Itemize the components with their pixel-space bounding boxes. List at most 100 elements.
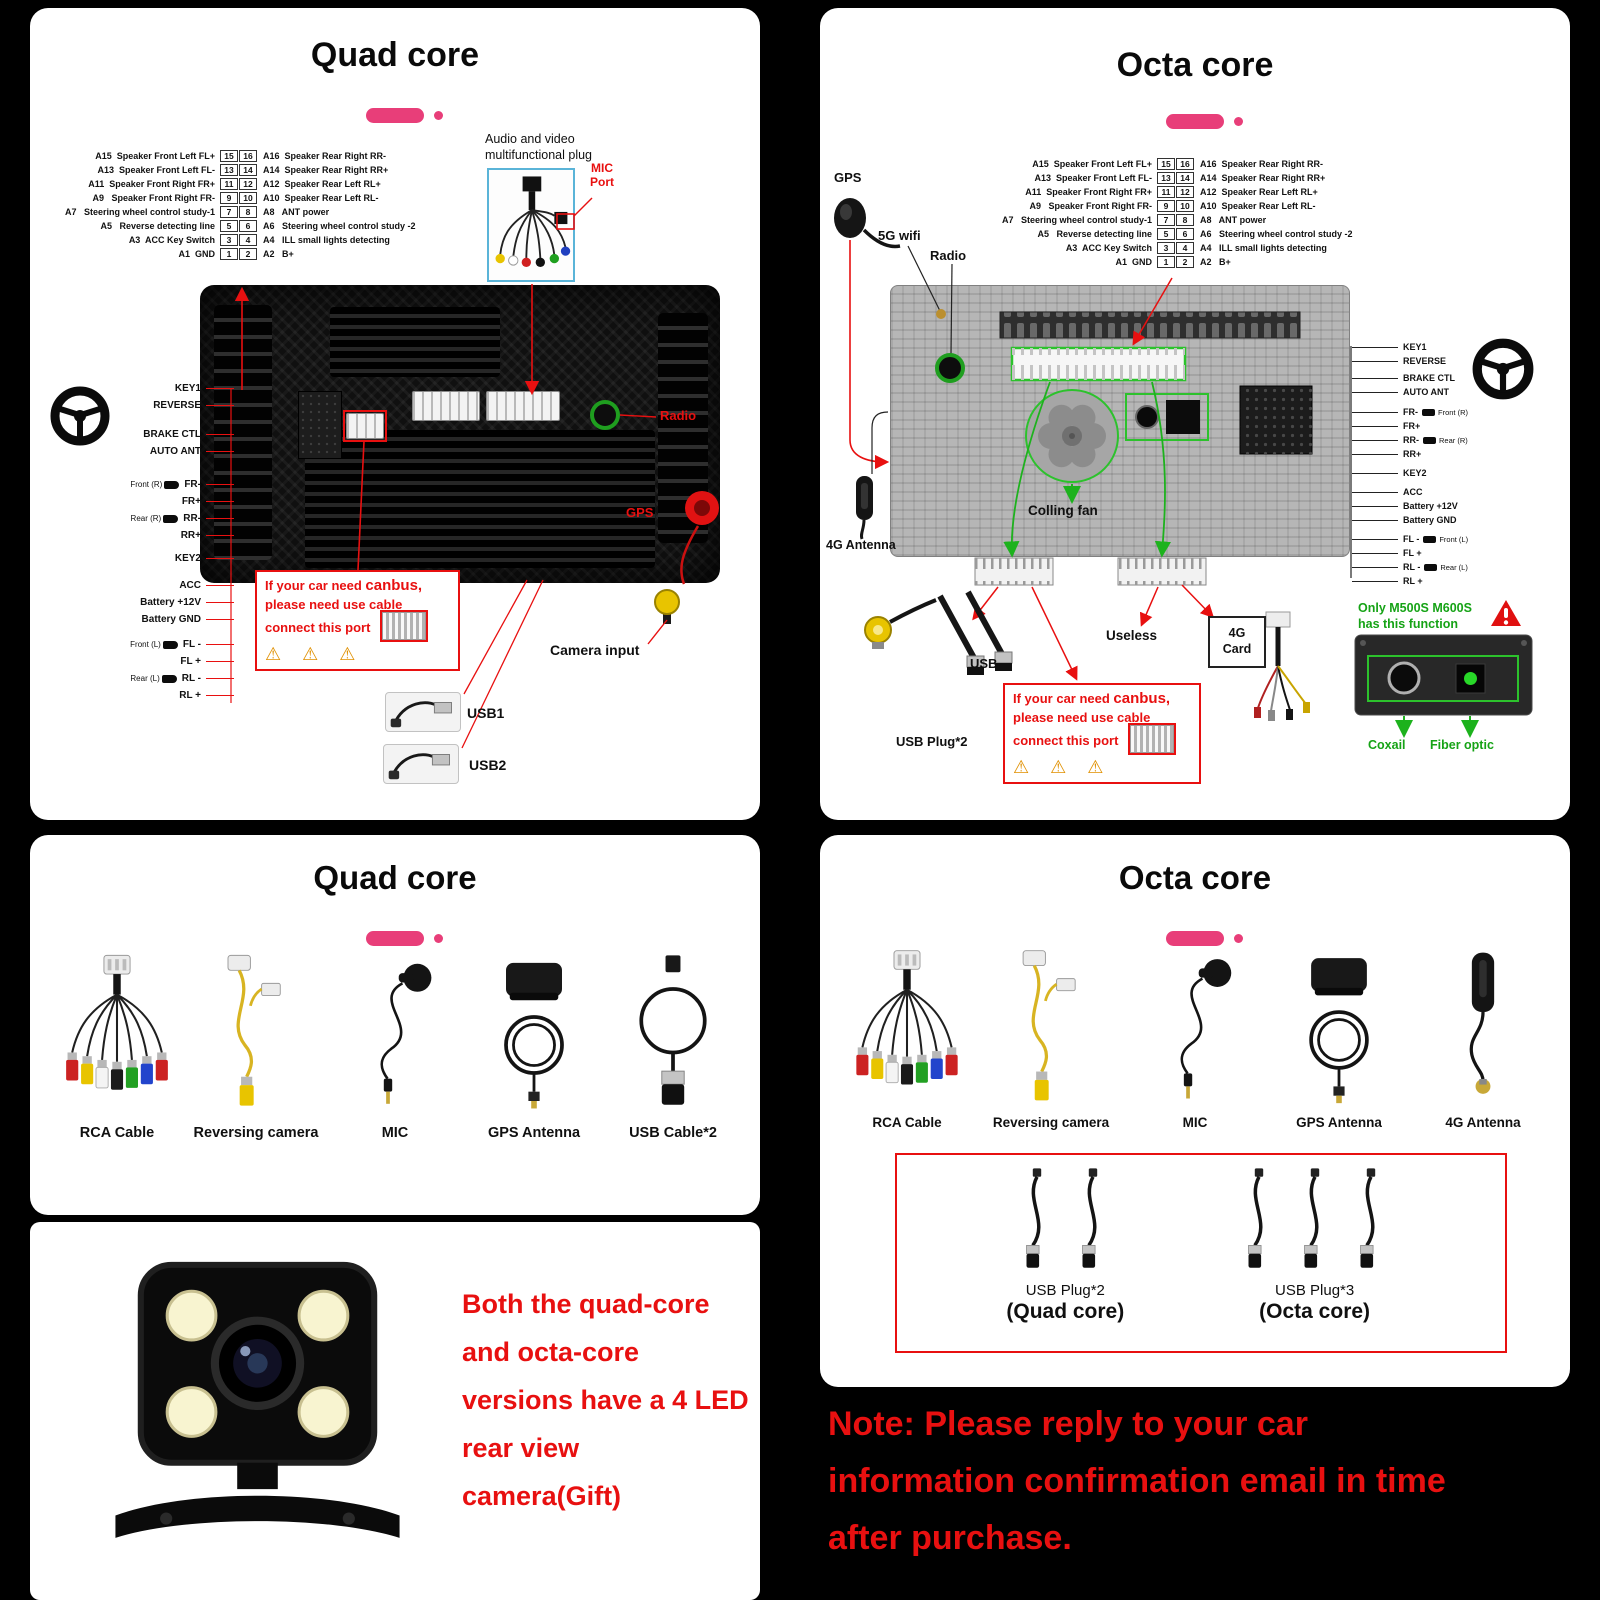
purchase-note-line: information confirmation email in time [828,1462,1446,1500]
canbus-note: If your car need canbus, please need use… [255,570,460,671]
pin-right-label: A4 ILL small lights detecting [263,235,390,245]
wire-label-row: FR+ [58,493,234,510]
accessory-label: MIC [1182,1115,1208,1130]
gps-antenna-icon [478,947,590,1115]
av-plug-label: Audio and video multifunctional plug [485,132,593,162]
usb-plug-icon [1346,1167,1396,1279]
wire-line [206,451,234,452]
gift-text-line: and octa-core [462,1337,640,1367]
wire-label-row: BRAKE CTL [58,426,234,443]
pin-number-cell: 2 [1176,256,1194,268]
pin-table-row: A1 GND 1 2 A2 B+ [995,256,1353,268]
pin-number-cell: 15 [1157,158,1175,170]
wire-label: REVERSE [1403,356,1447,366]
4g-antenna-icon [1427,947,1539,1105]
connector-tag: Rear (L) [130,674,160,683]
connector-block [298,391,342,459]
pin-table-row: A9 Speaker Front Right FR- 9 10 A10 Spea… [995,200,1353,212]
wire-label-row: ACC [1352,485,1552,499]
title-underline [1166,931,1243,946]
pin-number-cell: 8 [239,206,257,218]
rca-plug-icon [162,640,178,649]
pin-table-row: A7 Steering wheel control study-1 7 8 A8… [58,206,416,218]
rca-plug-icon [1422,408,1435,416]
wire-label: KEY2 [1403,468,1427,478]
accessory-row: RCA Cable Reversing camera MIC GPS Anten… [50,947,740,1141]
canbus-bold: canbus, [1113,690,1171,707]
pin-right-label: A10 Speaker Rear Left RL- [263,193,379,203]
pin-left-label: A9 Speaker Front Right FR- [1029,201,1152,211]
title-underline [366,108,443,123]
useless-header-strip [1117,557,1207,586]
wire-line [1352,538,1398,540]
canbus-port [346,413,384,439]
wire-line [1352,411,1398,413]
canbus-text-line2: please need use cable [1013,710,1151,725]
pin-table-row: A13 Speaker Front Left FL- 13 14 A14 Spe… [995,172,1353,184]
wire-line [1352,360,1398,362]
canbus-text: If your car need [1013,691,1114,706]
rca-jack-icon [864,616,892,644]
accessory-label: 4G Antenna [1445,1115,1521,1130]
gps-label: GPS [626,505,654,520]
gps-antenna-icon [1283,947,1395,1105]
wire-line [1352,552,1398,554]
octa-core-kit-panel: Octa core RCA Cable Reversing camera MIC… [820,835,1570,1387]
gift-text-line: rear view [462,1433,580,1463]
4g-card-cable-icon [1265,611,1291,628]
panel-title: Quad core [313,859,477,896]
pin-left-label: A1 GND [1115,257,1152,267]
pin-right-label: A4 ILL small lights detecting [1200,243,1327,253]
gps-antenna-icon [834,198,866,238]
pin-number-cell: 6 [1176,228,1194,240]
pin-number-cell: 7 [220,206,238,218]
wire-label-row: RL + [58,687,234,704]
usb-plug3-label: USB Plug*3 [1275,1282,1355,1299]
pin-left-label: A3 ACC Key Switch [1065,243,1152,253]
wire-line [206,619,234,620]
usb-plug2-group: USB Plug*2 (Quad core) [1006,1155,1124,1351]
fiber-optic-label: Fiber optic [1430,738,1494,752]
pin-number-cell: 9 [1157,200,1175,212]
warning-icons: ⚠ ⚠ ⚠ [1013,757,1112,777]
rca-plug-icon [163,514,179,523]
av-plug-icon [495,176,571,267]
kit-item-gps-antenna: GPS Antenna [467,947,601,1141]
wire-line [206,644,234,645]
useless-label: Useless [1106,628,1158,643]
pin-left-label: A3 ACC Key Switch [128,235,215,245]
pin-right-label: A2 B+ [263,249,294,259]
wire-label: BRAKE CTL [143,429,201,440]
usb-cable-icon [965,590,1005,656]
wire-label: KEY1 [174,383,201,394]
m500s-note-line1: Only M500S M600S [1358,601,1472,615]
usb-plug-icons [1012,1167,1118,1279]
wire-label-row: Front (R) FR- [58,476,234,493]
wire-line [206,434,234,435]
pin-number-cell: 8 [1176,214,1194,226]
wire-line [206,501,234,502]
wire-label: Battery GND [1403,515,1457,525]
av-plug-image [487,168,575,282]
connector-tag: Front (R) [130,480,163,489]
accessory-label: RCA Cable [872,1115,942,1130]
reversing-camera-icon [995,947,1107,1105]
usb-plug-icon [1012,1167,1062,1279]
pin-number-cell: 11 [1157,186,1175,198]
main-harness-connector [412,391,480,421]
steering-wheel-icon [48,384,112,448]
wifi-label: 5G wifi [878,228,921,243]
wire-label-row: KEY2 [58,550,234,567]
pin-table-row: A9 Speaker Front Right FR- 9 10 A10 Spea… [58,192,416,204]
pin-right-label: A16 Speaker Rear Right RR- [263,151,387,161]
pin-left-label: A15 Speaker Front Left FL+ [1032,159,1152,169]
pin-number-cell: 16 [1176,158,1194,170]
wire-line [1352,453,1398,455]
accessory-label: Reversing camera [193,1125,319,1141]
pin-number-cell: 16 [239,150,257,162]
pin-number-cell: 10 [239,192,257,204]
wire-label: RL - [181,673,201,684]
pin-number-cell: 4 [239,234,257,246]
wire-label-row: FL - Front (L) [1352,532,1552,546]
